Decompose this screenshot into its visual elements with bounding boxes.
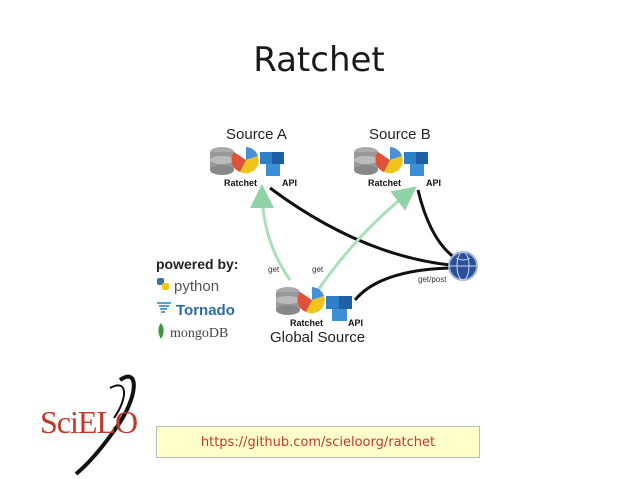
lego-blocks-icon — [404, 152, 428, 176]
node-source-a: Source A Ratchet API — [210, 126, 297, 188]
source-b-api-tag: API — [426, 178, 441, 188]
pie-chart-icon — [375, 147, 403, 174]
global-source-label: Global Source — [270, 329, 365, 346]
mongodb-label: mongoDB — [170, 325, 229, 341]
global-api-tag: API — [348, 318, 363, 328]
slide-title: Ratchet — [253, 40, 385, 80]
source-b-label: Source B — [369, 126, 431, 143]
source-a-api-tag: API — [282, 178, 297, 188]
node-source-b: Source B Ratchet API — [354, 126, 441, 188]
scielo-logo-swoosh-icon — [74, 374, 136, 476]
global-ratchet-tag: Ratchet — [290, 318, 323, 328]
database-icon — [210, 147, 234, 175]
edge-label-get-post: get/post — [418, 275, 447, 284]
tornado-label: Tornado — [176, 301, 235, 319]
tech-tornado: Tornado — [156, 300, 235, 320]
line-global-to-globe — [353, 266, 451, 301]
source-a-label: Source A — [226, 126, 287, 143]
database-icon — [354, 147, 378, 175]
python-icon — [156, 277, 170, 295]
tech-python: python — [156, 277, 219, 295]
edge-label-get-left: get — [268, 265, 280, 274]
tech-mongodb: mongoDB — [156, 323, 228, 344]
line-source-b-to-globe — [416, 189, 456, 260]
node-global-source: Ratchet API Global Source — [270, 287, 365, 346]
tornado-icon — [156, 300, 172, 320]
source-b-ratchet-tag: Ratchet — [368, 178, 401, 188]
globe-icon — [448, 251, 478, 281]
pie-chart-icon — [231, 147, 259, 174]
repository-url-box: https://github.com/scieloorg/ratchet — [156, 426, 480, 458]
arrow-global-to-source-a — [250, 184, 292, 281]
mongodb-leaf-icon — [156, 323, 166, 344]
source-a-ratchet-tag: Ratchet — [224, 178, 257, 188]
python-label: python — [174, 277, 220, 295]
arrow-global-to-source-b — [316, 186, 417, 291]
edge-label-get-right: get — [312, 265, 324, 274]
lego-blocks-icon — [260, 152, 284, 176]
line-source-a-to-globe — [269, 186, 451, 267]
repository-link[interactable]: https://github.com/scieloorg/ratchet — [200, 434, 436, 450]
pie-chart-icon — [297, 287, 325, 314]
database-icon — [276, 287, 300, 315]
scielo-logo-text: SciELO — [40, 404, 138, 440]
lego-blocks-icon — [326, 296, 352, 321]
powered-by-heading: powered by: — [156, 256, 239, 272]
